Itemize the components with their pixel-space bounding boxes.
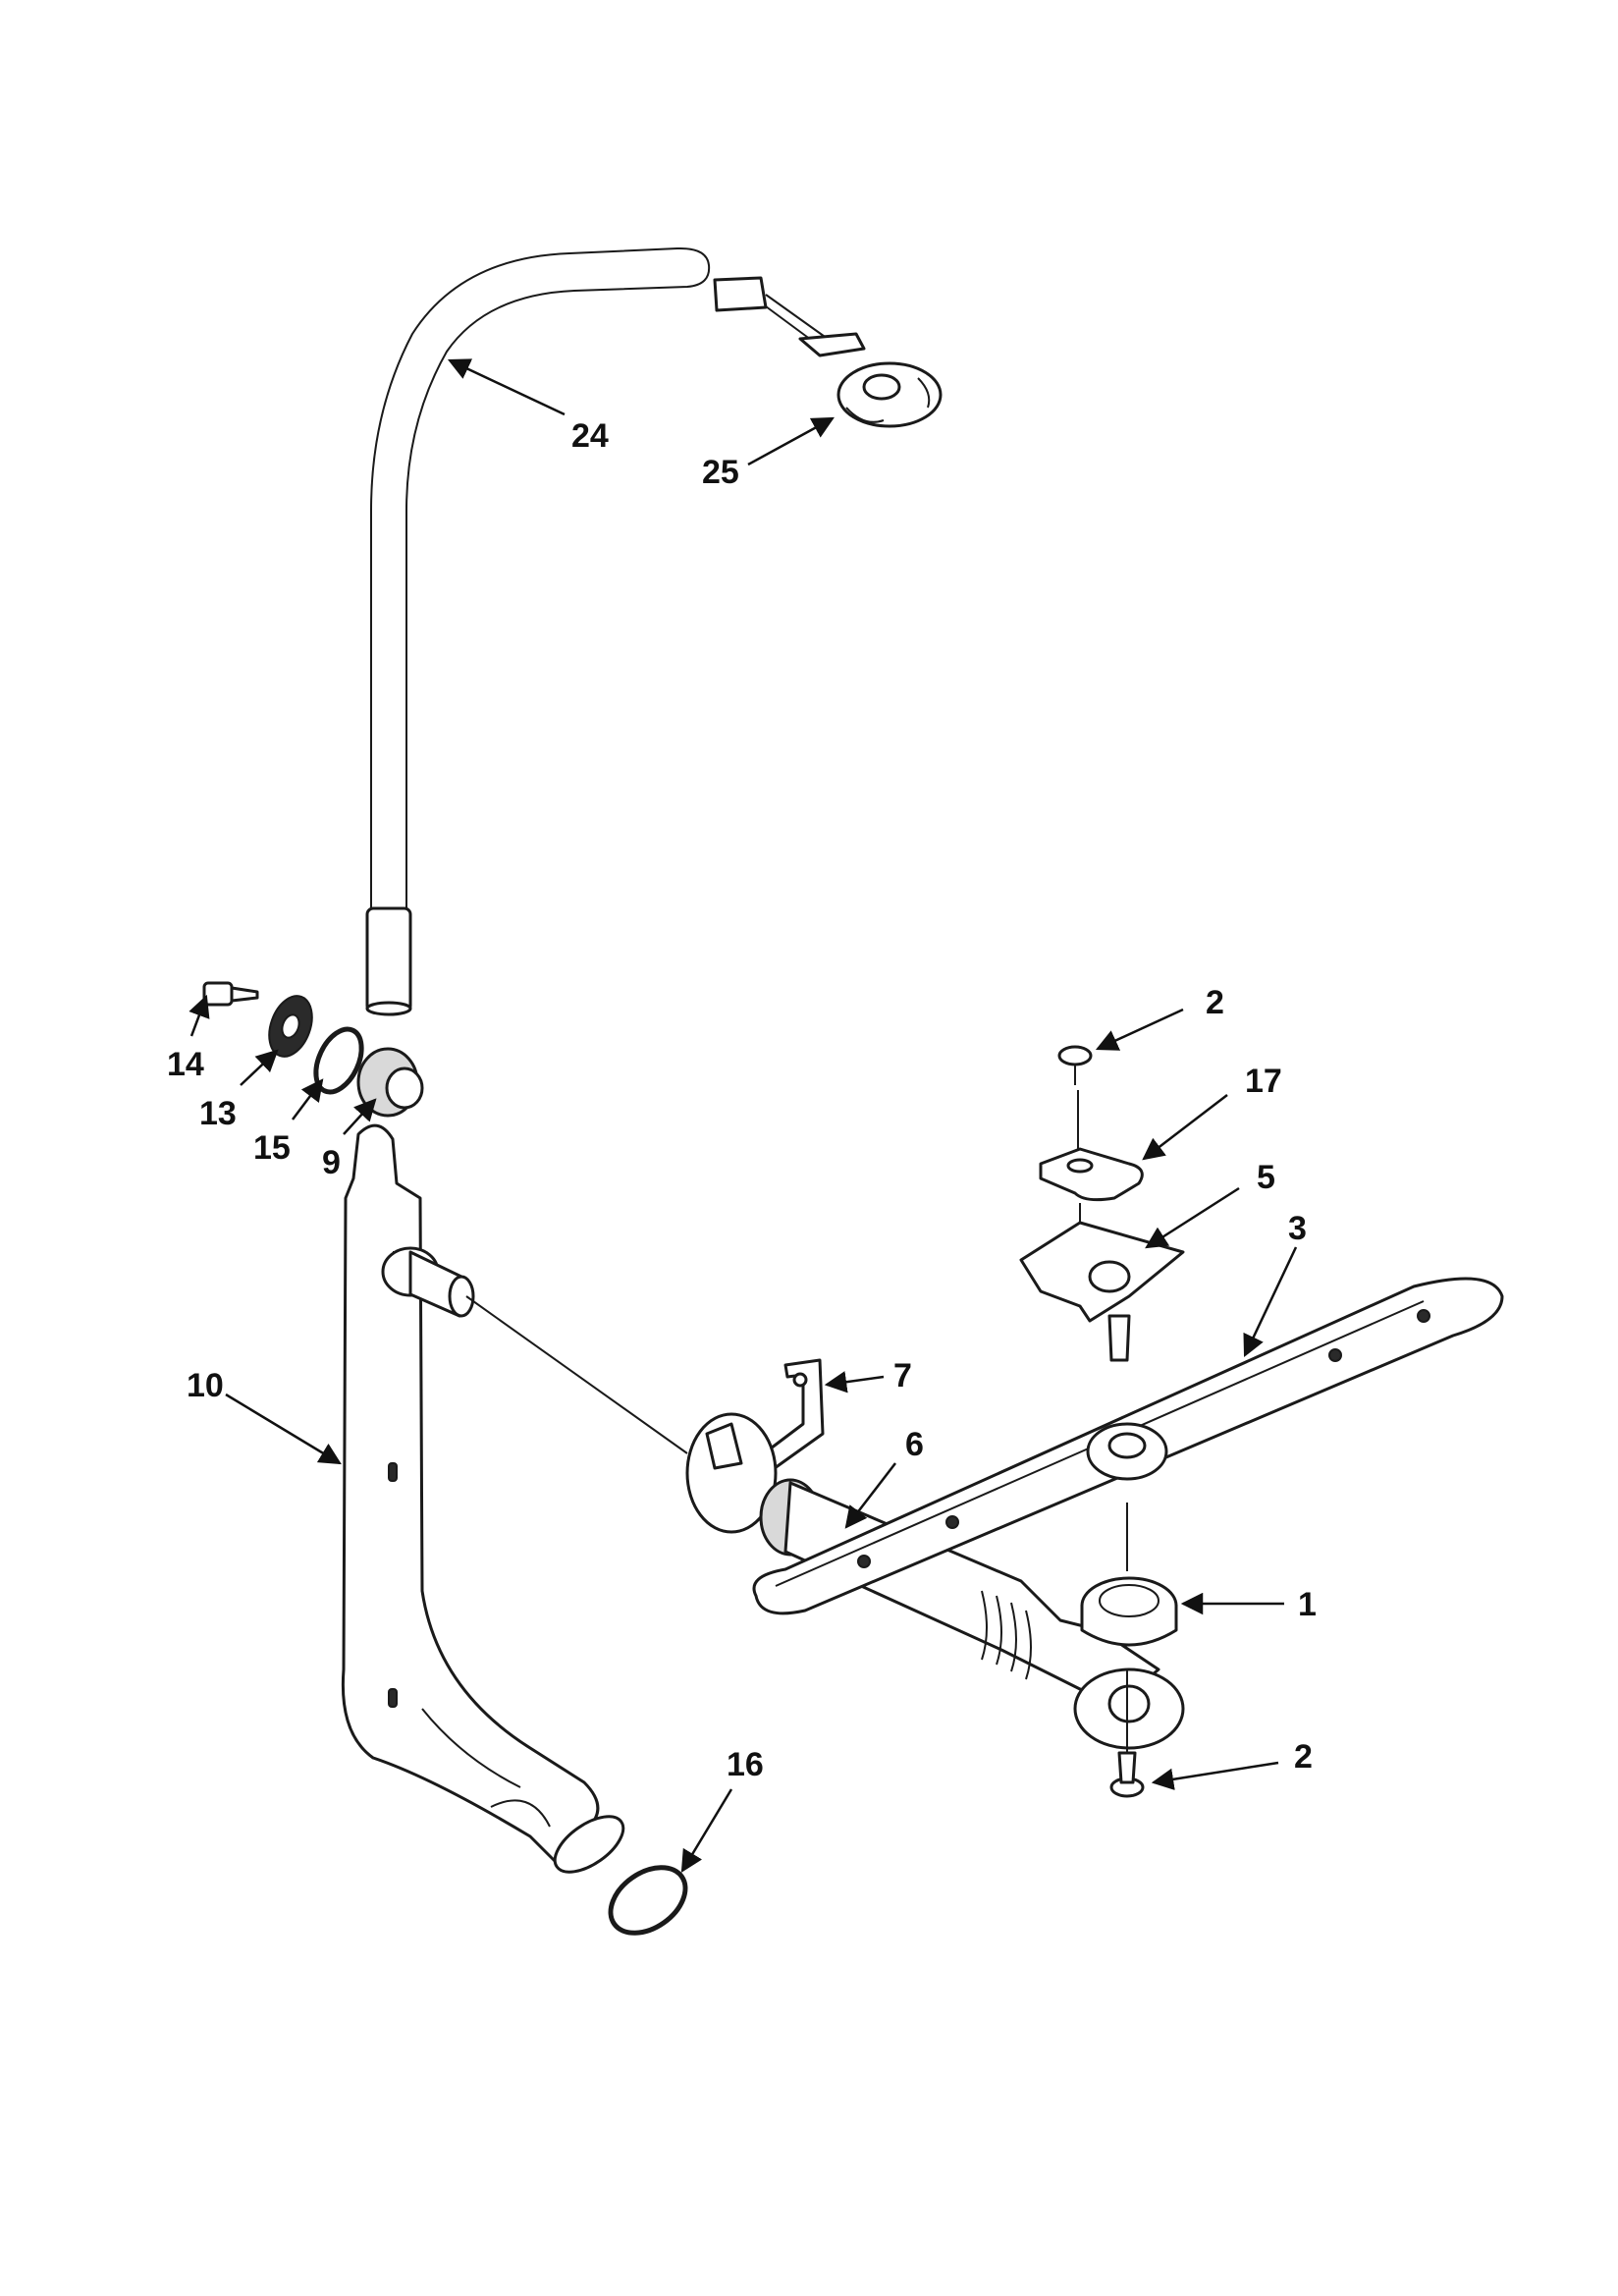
leader-24 — [447, 358, 566, 416]
callout-6: 6 — [905, 1426, 924, 1463]
spray-arm-part-3 — [752, 1277, 1504, 1615]
callout-17: 17 — [1245, 1063, 1282, 1100]
leader-7 — [824, 1371, 885, 1394]
screw-part-2-bottom — [1109, 1751, 1145, 1798]
fitting-part-9 — [356, 1047, 424, 1118]
callout-1: 1 — [1298, 1586, 1317, 1623]
supply-tube-part-24 — [365, 246, 711, 1016]
o-ring-part-16 — [608, 1865, 688, 1936]
leader-14 — [189, 994, 210, 1037]
link-part-17 — [1039, 1147, 1144, 1202]
callout-16: 16 — [727, 1746, 764, 1783]
callout-3: 3 — [1288, 1210, 1307, 1247]
retainer-part-13 — [268, 995, 313, 1058]
leader-2a — [1095, 1008, 1184, 1051]
leader-17 — [1142, 1094, 1228, 1161]
leader-15 — [292, 1078, 324, 1121]
screw-part-14 — [202, 981, 259, 1007]
callout-leaders — [189, 358, 1298, 1873]
callout-25: 25 — [702, 454, 739, 491]
callout-labels: 24 25 14 13 15 9 2 17 5 3 7 6 10 1 2 16 — [167, 417, 1317, 1783]
leader-2b — [1151, 1761, 1279, 1790]
callout-7: 7 — [893, 1357, 912, 1394]
callout-9: 9 — [322, 1144, 341, 1181]
leader-9 — [343, 1098, 377, 1135]
leader-16 — [680, 1788, 733, 1873]
bearing-part-1 — [1080, 1576, 1178, 1647]
callout-14: 14 — [167, 1046, 204, 1083]
callout-15: 15 — [253, 1129, 291, 1167]
leader-25 — [747, 416, 835, 466]
leader-3 — [1243, 1246, 1298, 1358]
callout-10: 10 — [187, 1367, 224, 1404]
leader-13 — [240, 1049, 279, 1086]
upper-spray-head-part-25 — [713, 276, 943, 428]
manifold-part-10 — [341, 1123, 688, 1874]
leader-5 — [1145, 1186, 1240, 1249]
callout-2-top: 2 — [1206, 984, 1224, 1021]
callout-24: 24 — [571, 417, 609, 455]
assembly-centerline — [1077, 1090, 1128, 1753]
leader-6 — [844, 1462, 896, 1529]
o-ring-part-15 — [313, 1026, 364, 1095]
bracket-part-5 — [1019, 1221, 1185, 1362]
screw-part-2-top — [1057, 1045, 1093, 1085]
callout-13: 13 — [199, 1095, 237, 1132]
callout-5: 5 — [1257, 1159, 1275, 1196]
leader-10 — [225, 1393, 342, 1465]
callout-2-bottom: 2 — [1294, 1738, 1313, 1776]
